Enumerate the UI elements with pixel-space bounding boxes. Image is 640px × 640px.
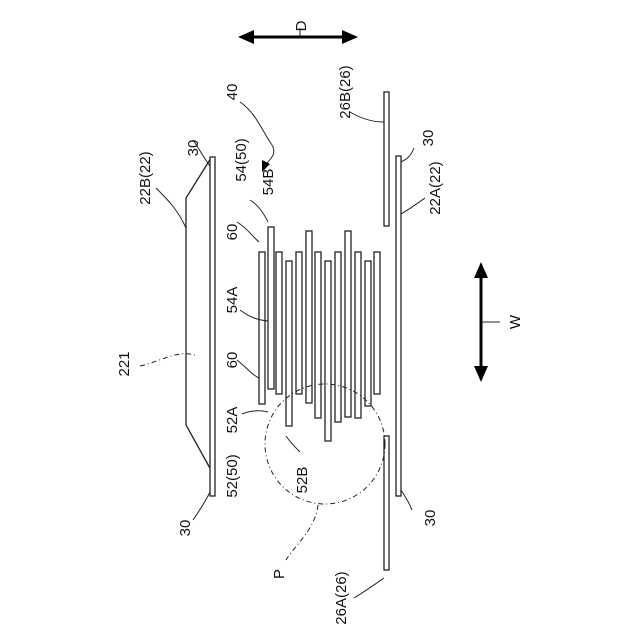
film-strip-right-22a [396, 156, 401, 496]
electrode-plate [325, 261, 331, 441]
leader-26a [354, 578, 384, 598]
electrode-plate [276, 252, 282, 394]
label-30-bottom-right: 30 [422, 510, 439, 527]
electrode-plate [315, 252, 321, 418]
film-strip-left-outer [210, 157, 215, 496]
label-54-50: 54(50) [233, 138, 250, 181]
electrode-stack [259, 227, 380, 441]
label-26a: 26A(26) [333, 571, 350, 624]
leader-30-top-right [401, 148, 414, 162]
label-22a: 22A(22) [427, 161, 444, 214]
electrode-plate [374, 252, 380, 394]
electrode-plate [259, 252, 265, 404]
leader-54b [250, 200, 268, 222]
label-dir-d: D [293, 20, 310, 31]
package-22b-outline [186, 158, 211, 470]
electrode-plate [296, 252, 302, 394]
leader-52a [242, 411, 268, 414]
electrode-plate [306, 231, 312, 403]
leader-30-bottom-right [401, 490, 412, 510]
label-22b: 22B(22) [137, 151, 154, 204]
label-60-lower: 60 [224, 352, 241, 369]
leader-22a [401, 198, 425, 214]
label-p: P [271, 569, 288, 579]
leader-52b [286, 436, 300, 452]
label-52a: 52A [224, 407, 241, 434]
label-dir-w: W [507, 314, 524, 329]
label-52-50: 52(50) [224, 454, 241, 497]
electrode-plate [365, 261, 371, 406]
electrode-plate [335, 252, 341, 422]
label-26b: 26B(26) [337, 65, 354, 118]
detail-p-leader [286, 505, 318, 560]
leader-26b [350, 112, 384, 122]
electrode-plate [268, 227, 274, 389]
leader-221 [140, 354, 195, 366]
label-221: 221 [116, 351, 133, 376]
leader-30-bottom-left [193, 492, 210, 520]
lead-tab-26a [384, 436, 389, 570]
label-30-top-right: 30 [420, 130, 437, 147]
direction-arrow-w [474, 262, 500, 382]
label-60-upper: 60 [224, 224, 241, 241]
leader-22b [156, 188, 186, 228]
label-54a: 54A [224, 287, 241, 314]
electrode-plate [286, 261, 292, 426]
label-52b: 52B [294, 467, 311, 494]
label-40: 40 [224, 84, 241, 101]
label-54b: 54B [260, 169, 277, 196]
label-30-top-left: 30 [185, 140, 202, 157]
label-30-bottom-left: 30 [177, 520, 194, 537]
lead-tab-26b [384, 92, 389, 226]
